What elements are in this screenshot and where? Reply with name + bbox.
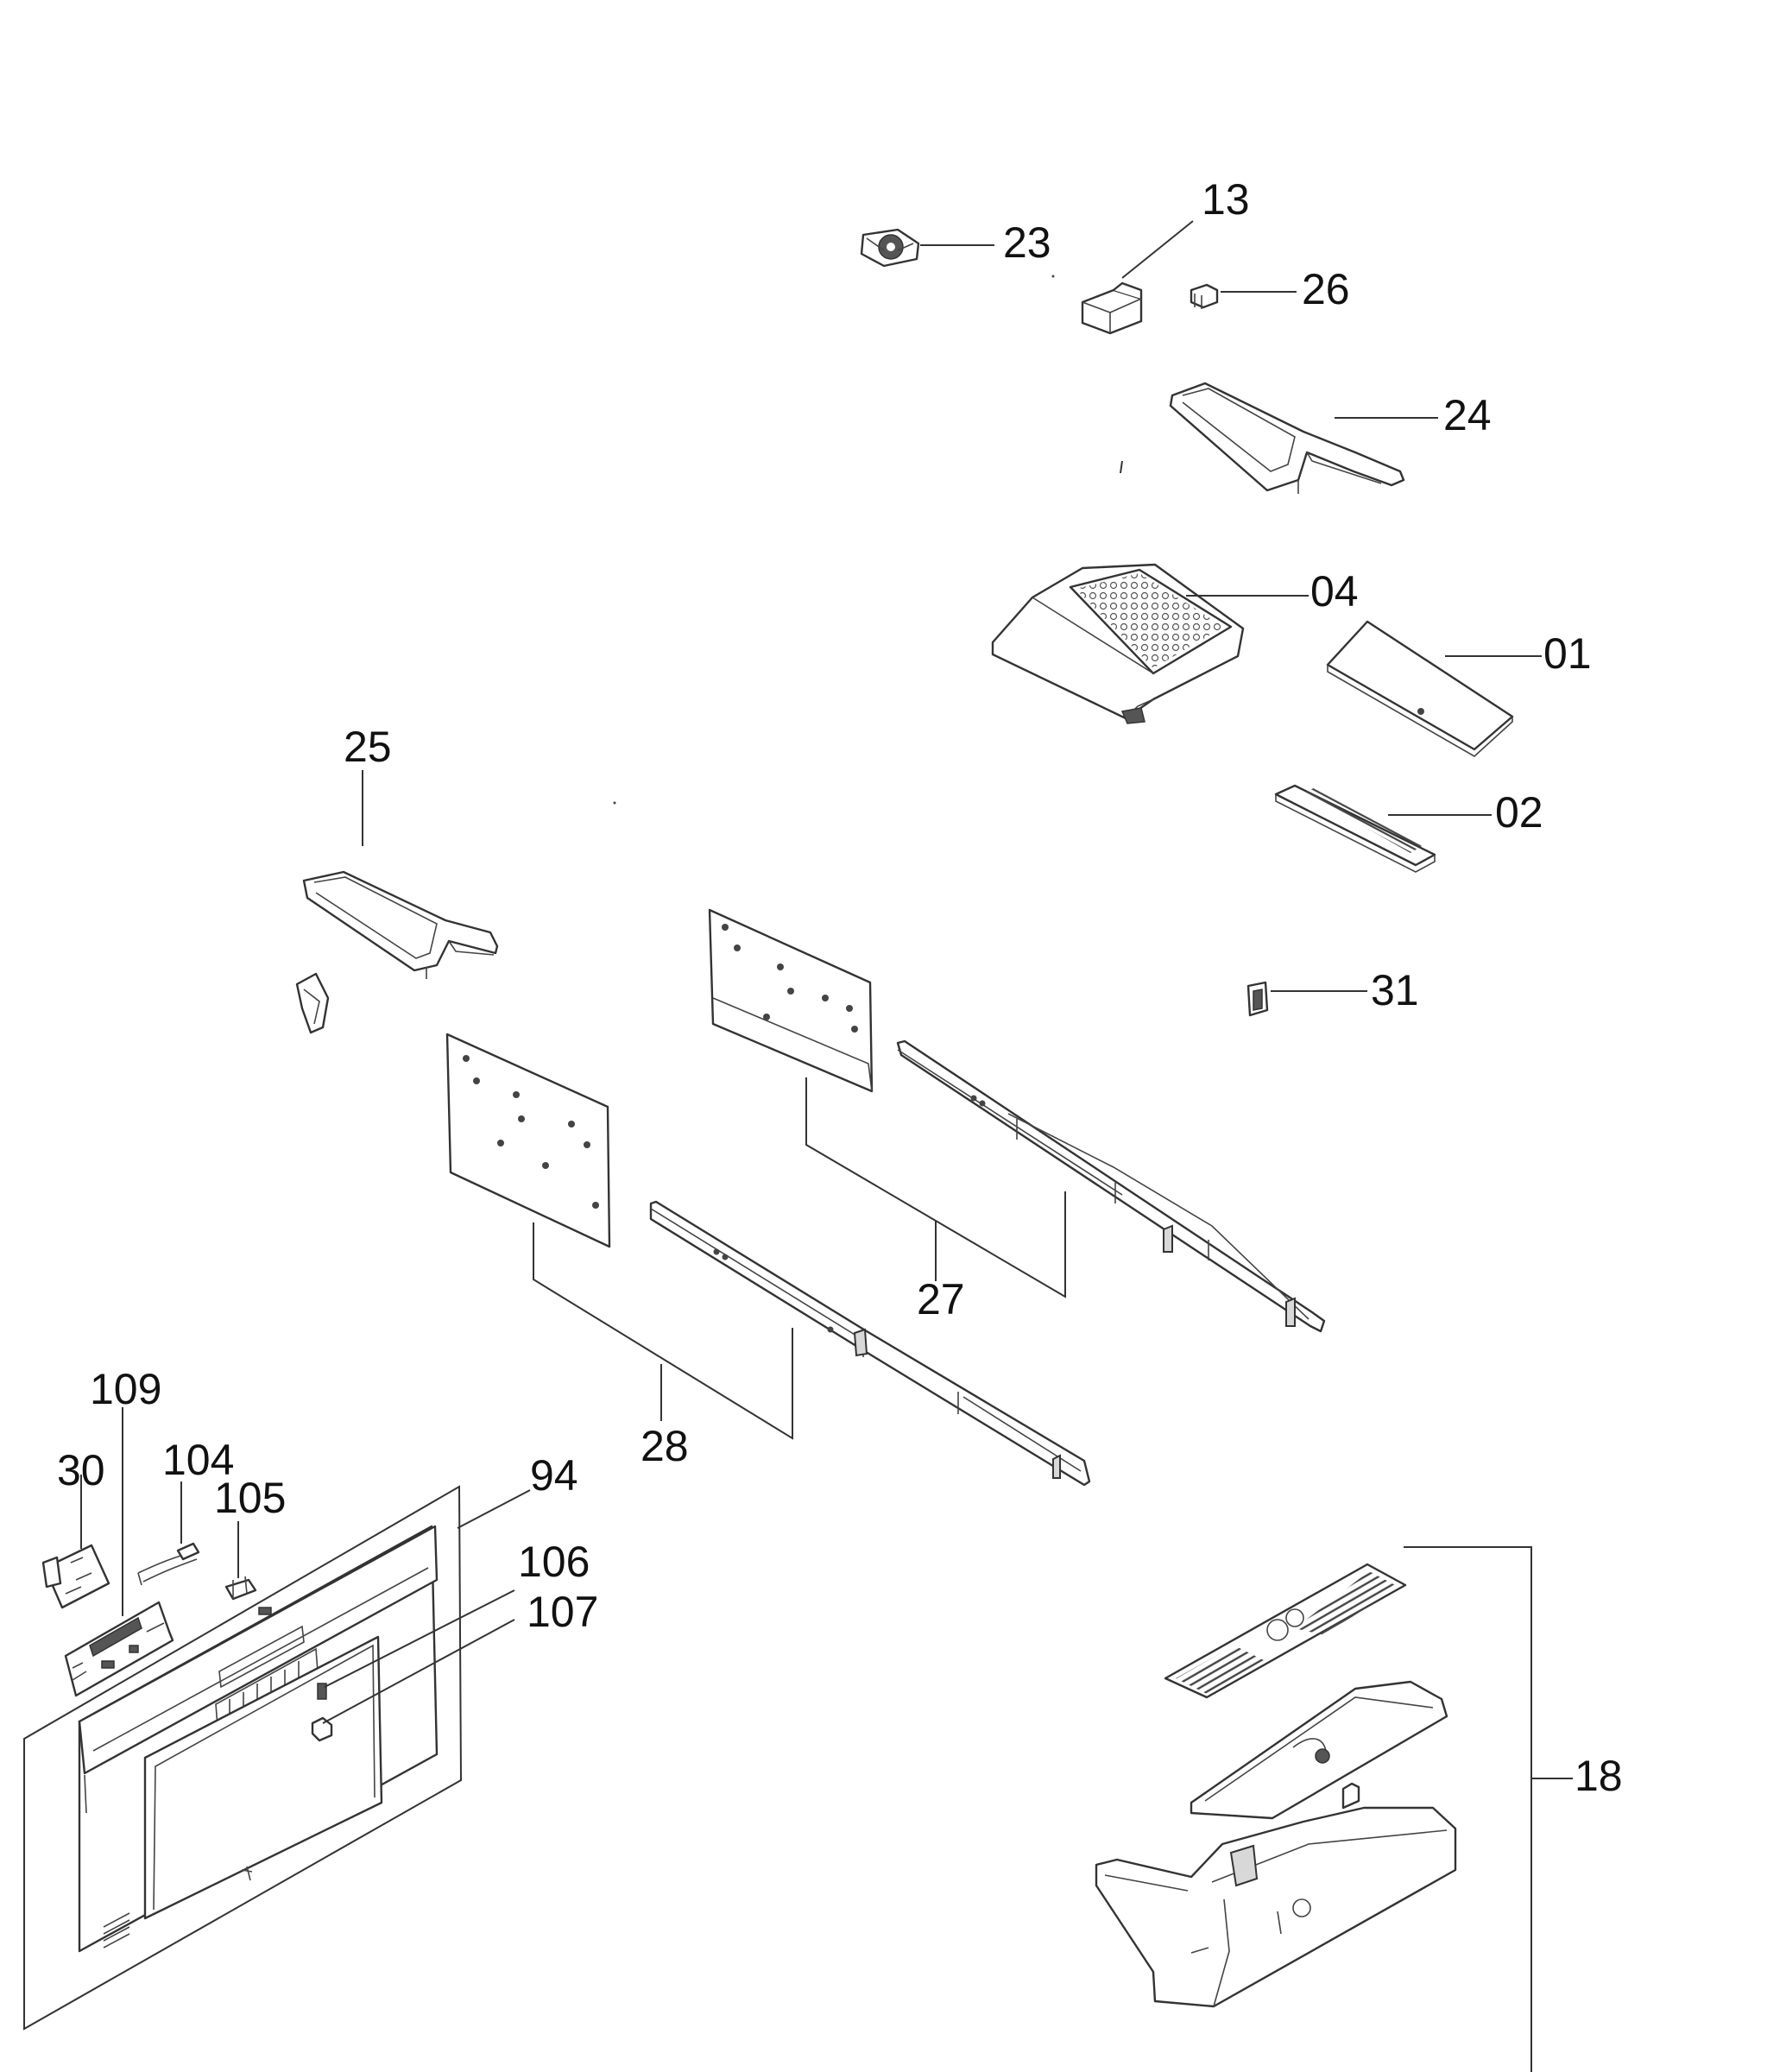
part-109-control-board (64, 1601, 174, 1697)
leader-106 (324, 1589, 515, 1688)
part-104-wire-harness (137, 1542, 200, 1586)
callout-13: 13 (1202, 175, 1250, 224)
callout-25: 25 (344, 723, 392, 771)
part-30-small-board (41, 1544, 110, 1609)
leader-13 (1121, 220, 1194, 279)
callout-109: 109 (90, 1365, 161, 1413)
callout-31: 31 (1371, 966, 1419, 1014)
part-18-tray (1190, 1680, 1448, 1820)
callout-104: 104 (162, 1436, 234, 1484)
part-27-side-panel (708, 908, 874, 1093)
leader-94 (457, 1489, 531, 1529)
callout-01: 01 (1543, 629, 1592, 678)
callout-107: 107 (527, 1588, 598, 1636)
leader-107 (322, 1619, 515, 1724)
callout-30: 30 (57, 1446, 105, 1494)
callout-18: 18 (1575, 1752, 1623, 1800)
callout-105: 105 (214, 1474, 286, 1522)
callout-94: 94 (530, 1451, 578, 1500)
part-18-tank-base (1095, 1806, 1457, 2008)
part-02-slotted-strip (1274, 784, 1436, 873)
bracket-part (295, 972, 330, 1034)
callout-04: 04 (1310, 567, 1359, 616)
callout-106: 106 (518, 1538, 590, 1586)
part-25-drip-tray (302, 870, 499, 979)
part-01-lid (1326, 620, 1514, 757)
part-94-front-panel (23, 1485, 463, 2031)
callout-27: 27 (917, 1275, 965, 1323)
part-23-fan (860, 228, 920, 268)
part-28-side-panel (445, 1033, 611, 1248)
part-28-slide-rail (649, 1200, 1091, 1487)
part-24-drip-tray (1169, 382, 1405, 494)
part-26-switch (1190, 283, 1219, 309)
part-27-slide-rail (896, 1039, 1326, 1333)
callout-24: 24 (1443, 391, 1492, 439)
part-105-clip (224, 1576, 257, 1601)
callout-02: 02 (1495, 788, 1543, 837)
callout-28: 28 (641, 1422, 689, 1470)
callout-26: 26 (1302, 265, 1350, 313)
part-31-connector (1246, 981, 1269, 1017)
callout-23: 23 (1003, 218, 1051, 267)
part-13-relay-box (1081, 281, 1143, 335)
part-18-grille (1164, 1563, 1407, 1699)
part-04-grid-cover (991, 563, 1245, 724)
